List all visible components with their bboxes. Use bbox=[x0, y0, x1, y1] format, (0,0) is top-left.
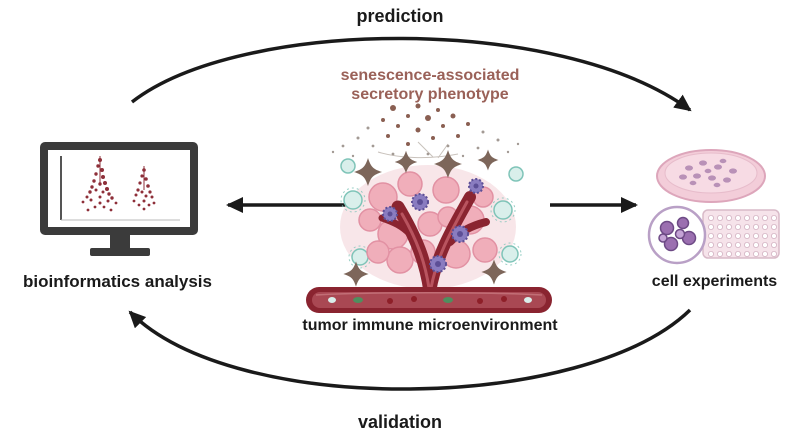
cell-colonies bbox=[679, 158, 737, 188]
monitor-svg bbox=[40, 142, 198, 256]
stained-cells bbox=[658, 216, 697, 252]
vessel-cells bbox=[328, 296, 532, 304]
culture-dish-icon bbox=[647, 205, 707, 265]
tumor-microenvironment-illustration bbox=[298, 102, 560, 322]
well-plate-icon bbox=[702, 209, 780, 259]
purple-cell-nuclei bbox=[387, 183, 479, 267]
sasp-label: senescence-associated secretory phenotyp… bbox=[290, 66, 570, 104]
sasp-label-line1: senescence-associated bbox=[340, 67, 520, 84]
monitor-icon bbox=[38, 140, 200, 262]
cell-experiments-label: cell experiments bbox=[651, 273, 778, 290]
volcano-plot-icon bbox=[60, 156, 180, 221]
petri-dish-icon bbox=[656, 149, 766, 203]
validation-label: validation bbox=[357, 412, 442, 432]
tumor-svg bbox=[306, 103, 552, 313]
bioinformatics-label: bioinformatics analysis bbox=[23, 272, 212, 291]
sasp-dots bbox=[331, 103, 520, 162]
monitor-base bbox=[90, 248, 150, 256]
dendritic-cells bbox=[343, 149, 507, 287]
cell-experiments-icon bbox=[645, 138, 785, 270]
horizontal-blood-vessel bbox=[306, 287, 552, 313]
tumor-microenvironment-label: tumor immune microenvironment bbox=[302, 317, 558, 334]
monitor-neck bbox=[110, 235, 130, 248]
sasp-label-line2: secretory phenotype bbox=[351, 86, 509, 104]
wells bbox=[708, 215, 778, 258]
teal-cells bbox=[340, 158, 524, 266]
prediction-label: prediction bbox=[356, 6, 444, 26]
monitor-screen bbox=[48, 150, 190, 227]
purple-cells bbox=[382, 178, 484, 273]
cell-experiments-svg bbox=[647, 149, 780, 265]
